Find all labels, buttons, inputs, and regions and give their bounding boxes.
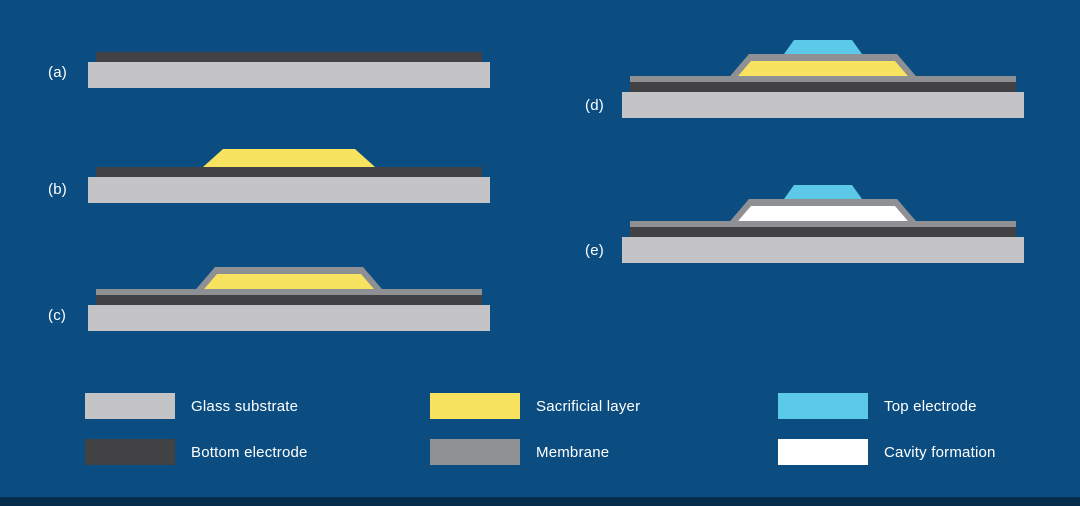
legend-label-bottom-electrode: Bottom electrode [191,443,308,461]
glass-substrate-layer [622,92,1024,118]
glass-substrate-layer [88,62,490,88]
top-electrode-layer [784,40,862,54]
legend-label-cavity-formation: Cavity formation [884,443,996,461]
bottom-electrode-layer [96,167,482,177]
panel-label-b: (b) [48,181,67,198]
legend-item-top-electrode: Top electrode [778,393,977,419]
bottom-electrode-layer [96,52,482,62]
panel-a [88,52,490,88]
glass-substrate-layer [88,177,490,203]
membrane-thin-layer [630,76,1016,82]
panel-c [88,267,490,331]
legend-item-sacrificial-layer: Sacrificial layer [430,393,640,419]
cavity-formation-swatch [778,439,868,465]
glass-substrate-layer [88,305,490,331]
legend-item-bottom-electrode: Bottom electrode [85,439,308,465]
glass-substrate-layer [622,237,1024,263]
panel-label-a: (a) [48,64,67,81]
legend-label-sacrificial-layer: Sacrificial layer [536,397,641,415]
legend-label-membrane: Membrane [536,443,610,461]
panel-b [88,149,490,203]
legend-item-membrane: Membrane [430,439,609,465]
bottom-electrode-swatch [85,439,175,465]
bottom-electrode-layer [630,82,1016,92]
sacrificial-layer [203,149,375,167]
panel-d [622,40,1024,118]
panel-e [622,185,1024,263]
legend-label-top-electrode: Top electrode [884,397,977,415]
legend-item-cavity-formation: Cavity formation [778,439,996,465]
panel-label-d: (d) [585,97,604,114]
membrane-swatch [430,439,520,465]
glass-substrate-swatch [85,393,175,419]
legend-label-glass-substrate: Glass substrate [191,397,299,415]
bottom-electrode-layer [630,227,1016,237]
top-electrode-layer [784,185,862,199]
bottom-electrode-layer [96,295,482,305]
sacrificial-layer-swatch [430,393,520,419]
membrane-thin-layer [630,221,1016,227]
top-electrode-swatch [778,393,868,419]
legend-item-glass-substrate: Glass substrate [85,393,298,419]
membrane-thin-layer [96,289,482,295]
panel-label-e: (e) [585,242,604,259]
panel-label-c: (c) [48,307,67,324]
footer-bar [0,497,1080,506]
